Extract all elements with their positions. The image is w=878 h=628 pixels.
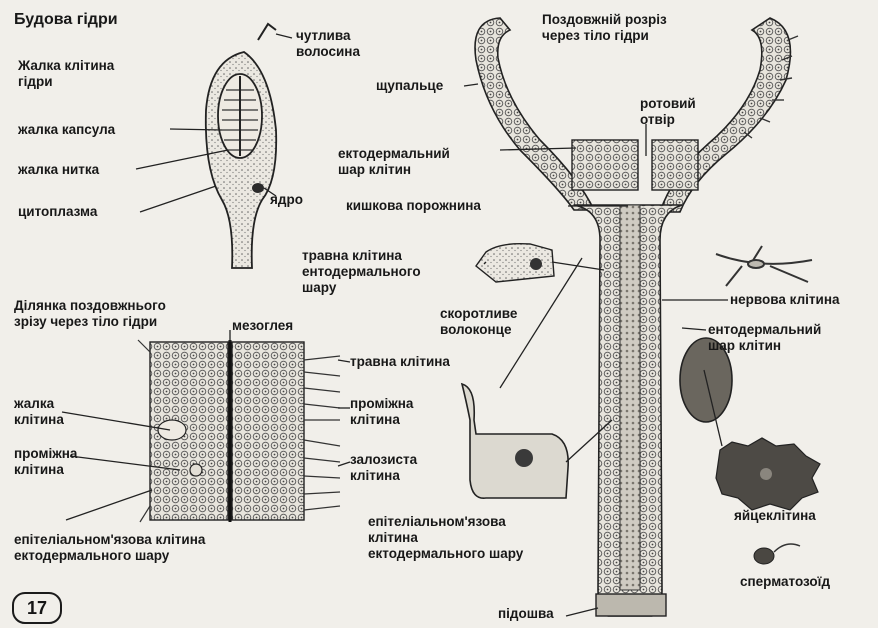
nerve-cell-drawing xyxy=(716,246,812,286)
label-nucleus: ядро xyxy=(270,192,303,208)
sperm-drawing xyxy=(754,544,800,564)
hydra-body-section xyxy=(475,18,798,616)
label-area-title: Ділянка поздовжнього зрізу через тіло гі… xyxy=(14,298,166,330)
label-egg-cell: яйцеклітина xyxy=(734,508,816,524)
label-ectoderm-layer: ектодермальний шар клітин xyxy=(338,146,450,178)
label-sperm: сперматозоїд xyxy=(740,574,830,590)
label-capsule: жалка капсула xyxy=(18,122,115,138)
label-epitheliomuscular: епітеліальном'язова клітина ектодермальн… xyxy=(14,532,205,564)
digestive-cell-drawing xyxy=(476,244,554,282)
stinging-cell-drawing xyxy=(206,24,276,268)
label-gut-cavity: кишкова порожнина xyxy=(346,198,481,214)
label-glandular-cell: залозиста клітина xyxy=(350,452,417,484)
label-intermediate-cell: проміжна клітина xyxy=(350,396,413,428)
label-mouth: ротовий отвір xyxy=(640,96,696,128)
section-area-drawing xyxy=(138,340,340,522)
label-stinging-cell-2: жалка клітина xyxy=(14,396,64,428)
page-number: 17 xyxy=(12,592,62,624)
label-tentacle: щупальце xyxy=(376,78,443,94)
title: Будова гідри xyxy=(14,12,118,28)
label-digestive-cell-2: травна клітина xyxy=(350,354,450,370)
label-stinging-cell: Жалка клітина гідри xyxy=(18,58,114,90)
label-thread: жалка нитка xyxy=(18,162,99,178)
label-mesoglea: мезоглея xyxy=(232,318,293,334)
label-foot: підошва xyxy=(498,606,554,622)
label-epitheliomuscular-2: епітеліальном'язова клітина ектодермальн… xyxy=(368,514,523,562)
egg-cell-drawing xyxy=(716,438,820,510)
label-sensitive-hair: чутлива волосина xyxy=(296,28,360,60)
label-intermediate-cell-2: проміжна клітина xyxy=(14,446,77,478)
epitheliomuscular-cell-drawing xyxy=(462,384,568,498)
label-section-title: Поздовжній розріз через тіло гідри xyxy=(542,12,667,44)
label-nerve-cell: нервова клітина xyxy=(730,292,839,308)
label-endoderm-layer: ентодермальний шар клітин xyxy=(708,322,821,354)
label-cytoplasm: цитоплазма xyxy=(18,204,97,220)
label-contractile-fibers: скоротливе волоконце xyxy=(440,306,517,338)
label-digestive-cell: травна клітина ентодермального шару xyxy=(302,248,421,296)
